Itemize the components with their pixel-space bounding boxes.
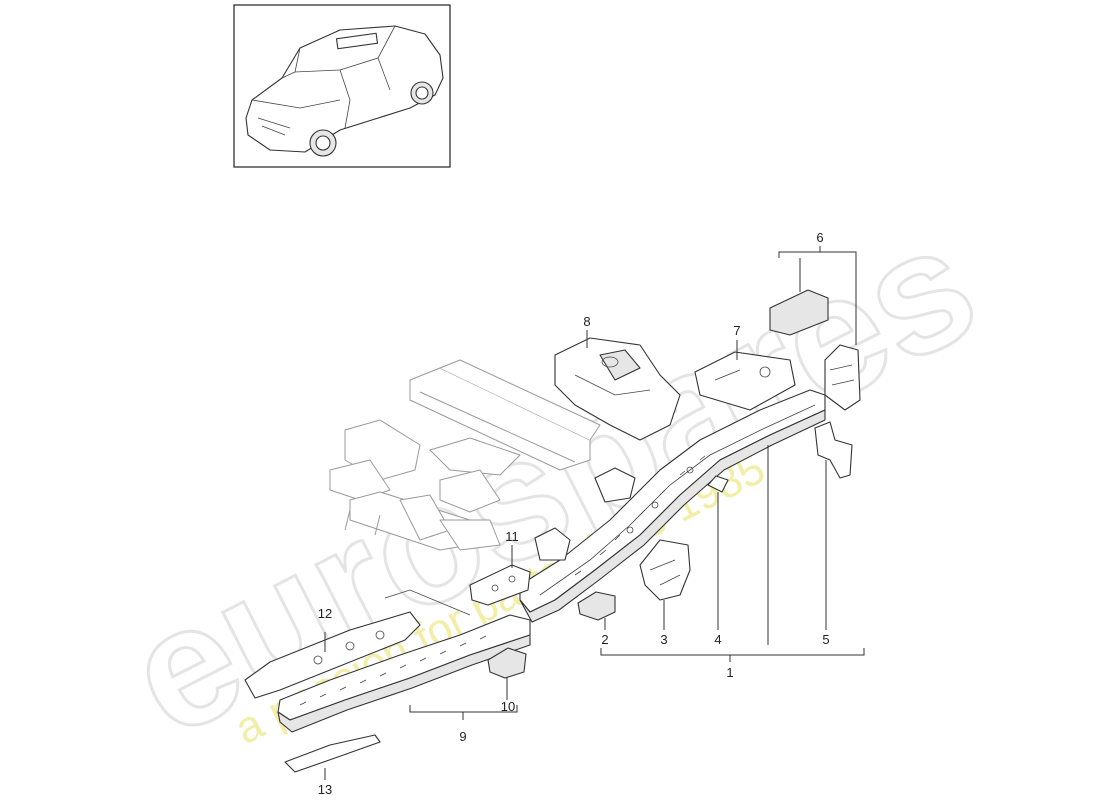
part-5-bracket (814, 421, 853, 479)
callout-6: 6 (816, 230, 823, 245)
side-member-assembly (519, 389, 826, 623)
callouts: 1 2 3 4 5 6 7 8 9 10 11 12 13 (318, 230, 830, 797)
callout-12: 12 (318, 606, 332, 621)
callout-10: 10 (501, 699, 515, 714)
part-6-reinforcement-top (769, 289, 829, 336)
part-9-front-rail (277, 589, 531, 733)
rail-bracket-upper (594, 467, 636, 503)
callout-2: 2 (601, 632, 608, 647)
callout-8: 8 (583, 314, 590, 329)
part-6-reinforcement-side (824, 344, 861, 411)
part-3-bracket (639, 539, 691, 601)
callout-11: 11 (505, 529, 519, 544)
callout-7: 7 (733, 323, 740, 338)
callout-5: 5 (822, 632, 829, 647)
callout-9: 9 (459, 729, 466, 744)
vehicle-thumbnail (233, 4, 451, 168)
part-10-bracket (487, 647, 527, 679)
part-4-plate (707, 475, 729, 493)
suv-illustration (245, 25, 444, 157)
part-7-plate (694, 351, 796, 411)
callout-13: 13 (318, 782, 332, 797)
part-2-bracket (577, 591, 616, 621)
watermark-brand: eurospares (101, 188, 1004, 773)
part-8-strut-housing (554, 337, 681, 441)
watermark: eurospares a passion for parts since 198… (99, 186, 1005, 774)
rail-bracket-lower (534, 527, 571, 561)
part-13-bracket (284, 734, 381, 773)
leader-lines (324, 246, 865, 780)
callout-3: 3 (660, 632, 667, 647)
callout-4: 4 (714, 632, 721, 647)
callout-1: 1 (726, 665, 733, 680)
floor-structure-outline (329, 359, 601, 551)
